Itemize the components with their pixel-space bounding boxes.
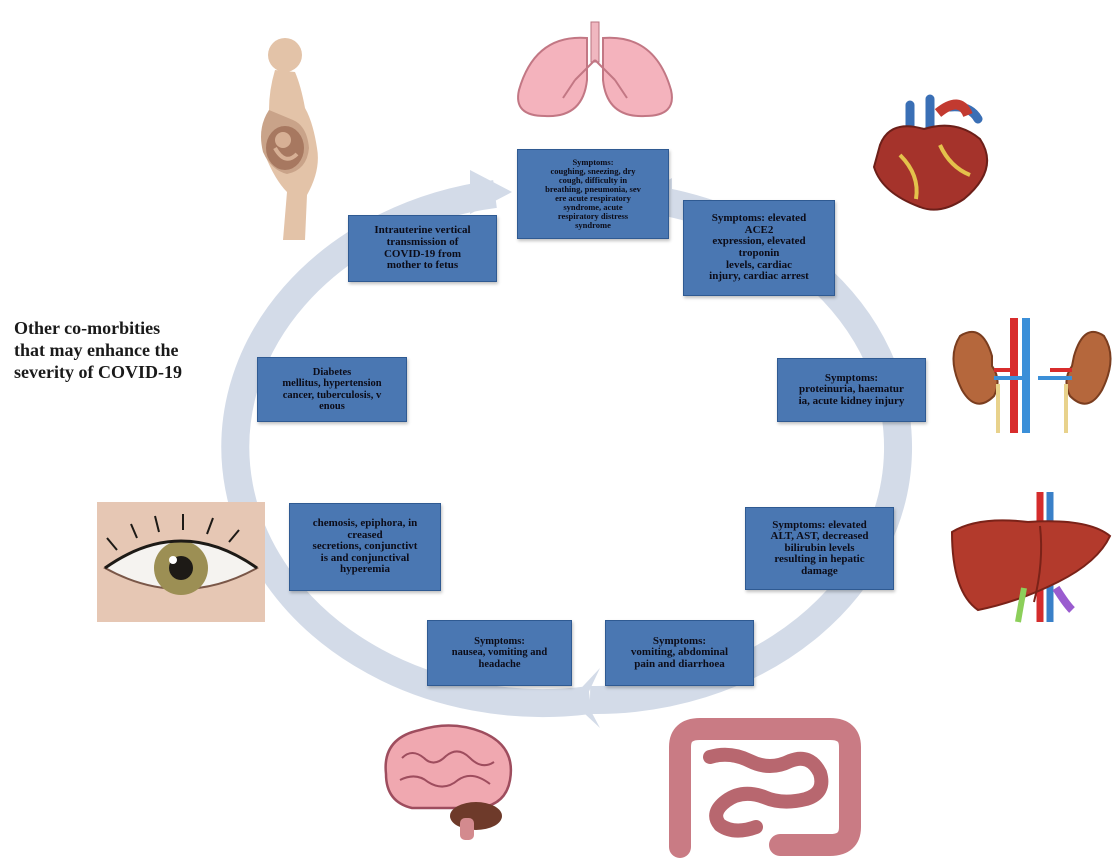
lungs-symptoms-box: Symptoms: coughing, sneezing, dry cough,…	[517, 149, 669, 239]
comorbidities-box: Diabetes mellitus, hypertension cancer, …	[257, 357, 407, 422]
pregnancy-transmission-box: Intrauterine vertical transmission of CO…	[348, 215, 497, 282]
intestine-symptoms-box: Symptoms: vomiting, abdominal pain and d…	[605, 620, 754, 686]
liver-symptoms-box: Symptoms: elevated ALT, AST, decreased b…	[745, 507, 894, 590]
brain-icon	[372, 718, 522, 846]
liver-icon	[948, 492, 1113, 622]
heart-icon	[860, 95, 1000, 215]
lungs-icon	[505, 20, 685, 120]
intestines-icon	[660, 717, 870, 861]
heart-symptoms-box: Symptoms: elevated ACE2 expression, elev…	[683, 200, 835, 296]
pregnant-woman-icon	[235, 30, 335, 245]
eye-symptoms-box: chemosis, epiphora, in creased secretion…	[289, 503, 441, 591]
brain-symptoms-box: Symptoms: nausea, vomiting and headache	[427, 620, 572, 686]
eye-icon	[97, 502, 265, 622]
kidney-symptoms-box: Symptoms: proteinuria, haematur ia, acut…	[777, 358, 926, 422]
comorbidities-note: Other co-morbities that may enhance the …	[14, 318, 224, 384]
kidneys-icon	[952, 318, 1112, 433]
